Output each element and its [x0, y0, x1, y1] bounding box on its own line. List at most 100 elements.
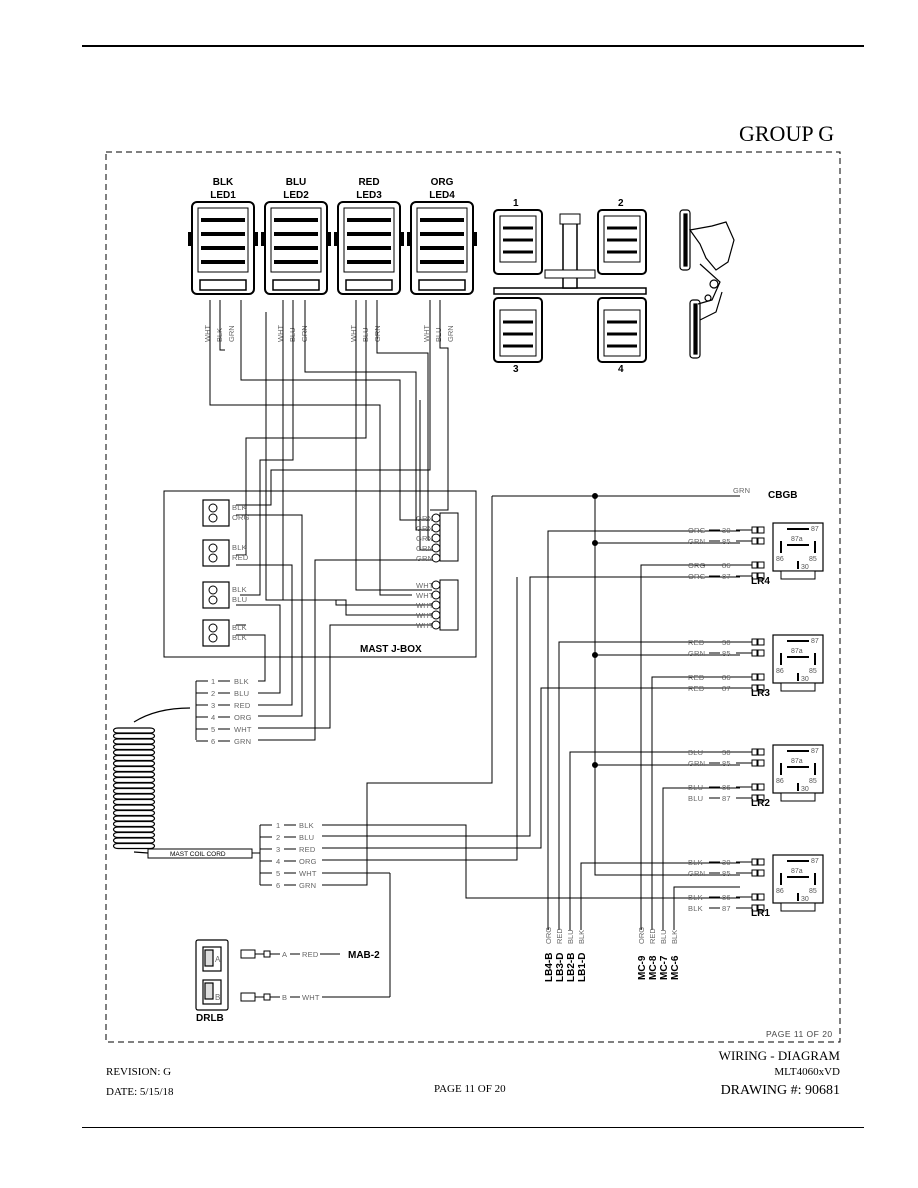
connector-pin	[208, 503, 218, 513]
led-bracket	[188, 232, 192, 246]
connector-wire-label: BLK	[232, 543, 247, 552]
relay-terminal	[751, 638, 758, 646]
led-wire-label: WHT	[349, 325, 358, 342]
relay-terminal	[751, 572, 758, 580]
wire-path	[265, 312, 432, 606]
wht-block-label: WHT	[416, 611, 434, 620]
led-base	[418, 279, 466, 291]
wire-path	[322, 577, 518, 861]
coil-cord	[112, 707, 191, 854]
splice-dot	[592, 540, 598, 546]
wire-path	[282, 300, 432, 616]
lb-label: LB2-B	[566, 953, 577, 982]
terminal-color: BLU	[234, 689, 249, 698]
relay-87: 87	[811, 858, 819, 865]
terminal-color: WHT	[299, 869, 317, 878]
relay-86: 86	[776, 668, 784, 675]
relay-pin-num: 30	[722, 638, 731, 647]
mast-pos-3: 3	[513, 364, 519, 375]
relay-87a: 87a	[791, 536, 803, 543]
relay-terminal	[757, 572, 765, 580]
connector-pin	[208, 633, 218, 643]
led-wire-label: WHT	[276, 325, 285, 342]
relay-terminal	[751, 794, 758, 802]
relay-87a: 87a	[791, 648, 803, 655]
relay-terminal	[757, 537, 765, 545]
relay-terminal	[751, 904, 758, 912]
led-name-label: LED4	[429, 190, 455, 201]
terminal-num: 2	[276, 833, 280, 842]
relay-30: 30	[801, 896, 809, 903]
terminal-num: 3	[211, 701, 215, 710]
wht-block-label: WHT	[416, 621, 434, 630]
terminal-color: WHT	[234, 725, 252, 734]
relay-30: 30	[801, 676, 809, 683]
relay-terminal	[751, 684, 758, 692]
wht-block	[439, 579, 459, 631]
model-number: MLT4060xVD	[774, 1066, 840, 1078]
led-bracket	[261, 232, 265, 246]
relay-wire-color: ORG	[688, 572, 706, 581]
wire-path	[240, 300, 430, 521]
relay-terminal	[757, 561, 765, 569]
relay-pin-num: 86	[722, 561, 731, 570]
block-pin	[431, 580, 441, 590]
led-wire-label: GRN	[446, 325, 455, 342]
connector-wire-label: BLK	[232, 623, 247, 632]
relay-base	[780, 902, 816, 912]
mc-label: MC-9	[637, 955, 648, 980]
terminal-color: RED	[299, 845, 316, 854]
terminal-color: BLU	[299, 833, 314, 842]
relay-pin-num: 30	[722, 748, 731, 757]
mc-label: MC-7	[659, 955, 670, 980]
led-wire-label: WHT	[422, 325, 431, 342]
drlb-b-color: WHT	[302, 993, 320, 1002]
wire-path	[236, 300, 431, 506]
drlb-label: DRLB	[196, 1013, 224, 1024]
relay-terminal	[757, 526, 765, 534]
relay-85: 85	[809, 668, 817, 675]
mast-cluster-icon: 1 2 3 4	[493, 198, 647, 375]
relay-terminal	[757, 893, 765, 901]
mc-wire-color: RED	[648, 928, 657, 944]
relay-87: 87	[811, 638, 819, 645]
terminal-num: 6	[211, 737, 215, 746]
relay-terminal	[757, 794, 765, 802]
mab-label: MAB-2	[348, 950, 380, 961]
terminal-color: GRN	[234, 737, 251, 746]
connector-pin	[208, 553, 218, 563]
relay-terminal	[751, 561, 758, 569]
relay-wire-color: ORG	[688, 561, 706, 570]
relay-terminal	[751, 673, 758, 681]
relay-base	[780, 570, 816, 580]
grn-block-label: GRN	[416, 514, 433, 523]
relay-terminal	[751, 526, 758, 534]
splice-dot	[592, 652, 598, 658]
lb-label: LB1-D	[577, 953, 588, 982]
led-bracket	[400, 232, 404, 246]
wire-path	[547, 530, 740, 930]
relay-pin-num: 87	[722, 794, 731, 803]
connector-wire-label: BLK	[232, 633, 247, 642]
relay-terminal	[757, 638, 765, 646]
block-pin	[431, 620, 441, 630]
wire-path	[219, 300, 225, 351]
terminal-color: BLK	[234, 677, 249, 686]
mc-label: MC-8	[648, 955, 659, 980]
cbgb-wire: GRN	[733, 486, 750, 495]
lb-label: LB3-D	[555, 953, 566, 982]
terminal-color: RED	[234, 701, 251, 710]
connector-wire-label: BLK	[232, 503, 247, 512]
terminal-num: 5	[211, 725, 215, 734]
diagram-title: WIRING - DIAGRAM	[718, 1048, 840, 1063]
group-title: GROUP G	[739, 121, 835, 146]
relay-wire-color: GRN	[688, 537, 705, 546]
connector-wire-label: RED	[232, 553, 249, 562]
wire-path	[419, 400, 432, 551]
led-color-label: RED	[358, 177, 379, 188]
lb-wire-color: BLK	[577, 930, 586, 944]
wire-path	[258, 559, 432, 741]
drlb-connector	[195, 939, 229, 1011]
wire-path	[569, 751, 740, 930]
wire-path	[240, 300, 294, 596]
